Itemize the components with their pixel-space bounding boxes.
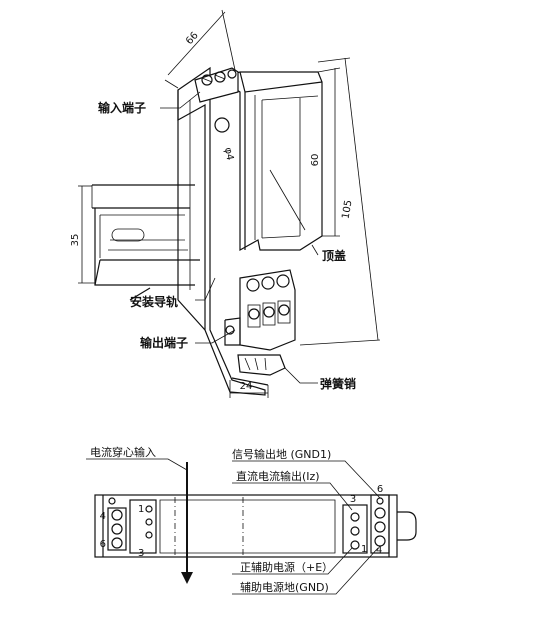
mount-hole-right — [376, 497, 384, 505]
module-body: φ4 — [177, 66, 323, 396]
dim-105-label: 105 — [340, 199, 354, 220]
label-top-cover: 顶盖 — [322, 248, 346, 263]
label-aux-power-gnd: 辅助电源地(GND) — [240, 580, 329, 594]
pin-1-right: 1 — [361, 544, 367, 555]
dim-phi4-label: φ4 — [222, 147, 235, 162]
label-output-terminal: 输出端子 — [140, 335, 188, 350]
label-rail: 安装导轨 — [130, 294, 178, 309]
input-terminal-block — [194, 67, 239, 103]
pin-3-right: 3 — [350, 494, 356, 505]
label-pos-aux-power: 正辅助电源（+E） — [240, 560, 333, 574]
pin-4-left: 4 — [100, 511, 106, 522]
mount-hole-left — [108, 497, 116, 505]
dim-35-label: 35 — [70, 234, 81, 247]
label-dc-current-out: 直流电流输出(Iz) — [236, 469, 320, 483]
output-terminal-block — [224, 269, 296, 351]
pin-4-right: 4 — [376, 545, 382, 556]
pin-1-left: 1 — [138, 504, 144, 515]
leader-signal-gnd — [232, 460, 381, 499]
din-rail — [91, 184, 200, 301]
pin-6-right: 6 — [377, 484, 383, 495]
leader-aux-gnd — [232, 547, 379, 595]
label-spring-pin: 弹簧销 — [320, 376, 356, 391]
dim-105: 105 — [299, 57, 381, 346]
spring-pin — [231, 354, 286, 386]
right-terminal-block: 3 1 6 4 — [342, 484, 390, 556]
isometric-view: 35 φ4 — [70, 9, 381, 398]
leader-pos-aux — [232, 547, 353, 575]
dim-60-label: 60 — [310, 154, 321, 167]
leader-input — [160, 91, 201, 109]
dim-24-label: 24 — [240, 381, 253, 392]
leader-spring — [284, 367, 318, 384]
pin-6-left: 6 — [100, 539, 106, 550]
leader-output — [195, 329, 236, 344]
label-signal-gnd: 信号输出地 (GND1) — [232, 447, 331, 461]
label-input-terminal: 输入端子 — [98, 100, 146, 115]
front-body — [94, 494, 398, 558]
pin-3-left: 3 — [138, 548, 144, 559]
front-view: 4 6 1 3 3 1 6 4 电流穿心输入 — [86, 445, 417, 595]
label-current-input: 电流穿心输入 — [90, 445, 156, 459]
leader-dc-out — [232, 482, 353, 511]
dim-66-label: 66 — [184, 30, 201, 47]
dim-35: 35 — [70, 185, 95, 284]
leader-cover — [311, 244, 319, 256]
leader-rail — [195, 277, 216, 301]
left-terminal-block: 4 6 1 3 — [100, 499, 157, 559]
current-input-arrow: 电流穿心输入 — [86, 445, 193, 584]
dim-24: 24 — [229, 380, 269, 398]
dim-60: 60 — [310, 67, 341, 237]
